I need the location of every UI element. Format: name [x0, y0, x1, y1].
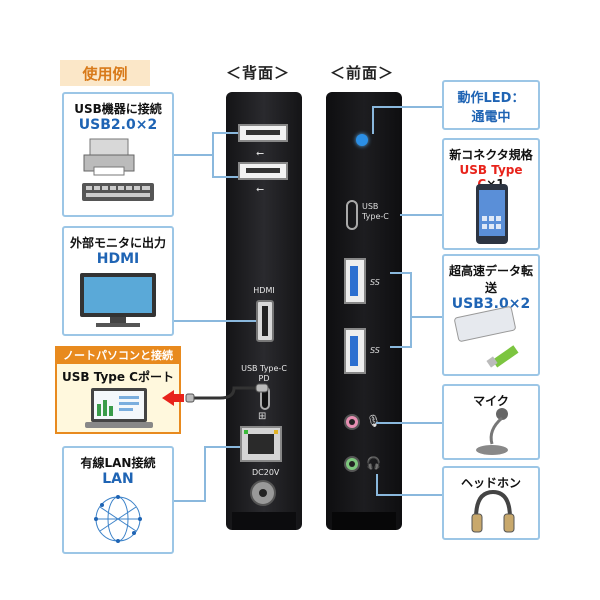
typec-cable [162, 383, 269, 406]
connector-line [376, 494, 442, 496]
connector-line [372, 106, 442, 108]
front-ss-label-2: SS [370, 346, 380, 355]
mic-box-line1: マイク [473, 394, 509, 408]
led-box-line2: 通電中 [471, 110, 511, 125]
network-globe-icon [94, 495, 142, 543]
mic-jack [344, 414, 360, 430]
usb3-box-line1: 超高速データ転送 [448, 264, 533, 295]
connector-line [174, 154, 212, 156]
printer-keyboard-icon [82, 138, 154, 201]
rear-dc-port [250, 480, 276, 506]
front-title: ＜前面＞ [330, 64, 395, 82]
connector-line [410, 272, 412, 346]
rear-hdmi-port [256, 300, 274, 342]
headphone-symbol-icon: 🎧 [366, 456, 381, 470]
lan-box-line1: 有線LAN接続 [80, 456, 156, 470]
front-usb3-port-1 [344, 258, 366, 304]
lan-box: 有線LAN接続 LAN [62, 446, 174, 554]
hdmi-box-line2: HDMI [96, 251, 140, 267]
usb-icon: ⭠ [256, 148, 264, 159]
usage-example-tag: 使用例 [60, 60, 150, 86]
usb2-box: USB機器に接続 USB2.0×2 [62, 92, 174, 217]
hdmi-box: 外部モニタに出力 HDMI [62, 226, 174, 336]
connector-line [212, 176, 238, 178]
front-typec-label-1: USB [362, 202, 379, 211]
typec-laptop-line1: USB Type Cポート [61, 370, 174, 384]
connector-line [372, 106, 374, 134]
led-box-line1: 動作LED： [457, 91, 525, 106]
front-device [326, 92, 402, 530]
laptop-icon [85, 388, 153, 428]
connector-line [174, 320, 256, 322]
connector-line [212, 132, 238, 134]
connector-line [204, 446, 206, 502]
storage-devices-icon [454, 306, 519, 368]
rear-typec-label-2: PD [258, 374, 270, 383]
front-typec-label-2: Type-C [362, 212, 389, 221]
front-device-foot [332, 512, 396, 530]
connector-line [212, 132, 214, 178]
smartphone-icon [476, 184, 508, 244]
usb3-box: 超高速データ転送 USB3.0×2 [442, 254, 540, 376]
front-usb3-port-2 [344, 328, 366, 374]
lan-box-line2: LAN [102, 471, 134, 487]
typec-laptop-banner: ノートパソコンと接続 [55, 346, 181, 364]
usb2-box-line2: USB2.0×2 [78, 117, 158, 133]
typec-box: 新コネクタ規格 USB Type C×1 [442, 138, 540, 250]
headphones-icon [471, 489, 515, 533]
rear-typec-label-1: USB Type-C [241, 364, 287, 373]
typec-laptop-box: ノートパソコンと接続 USB Type Cポート [55, 346, 181, 434]
network-icon: ⊞ [258, 411, 267, 422]
led-box: 動作LED： 通電中 [442, 80, 540, 130]
connector-line [376, 474, 378, 494]
rear-dc-label: DC20V [252, 468, 280, 477]
connector-line [390, 346, 412, 348]
rear-usb-port-2 [238, 162, 288, 180]
connector-line [376, 422, 442, 424]
connector-line [204, 446, 240, 448]
monitor-icon [80, 273, 156, 327]
rear-hdmi-label: HDMI [253, 286, 275, 295]
connector-line [410, 316, 442, 318]
connector-line [390, 272, 412, 274]
rear-title: ＜背面＞ [226, 64, 291, 82]
headphone-box-line1: ヘッドホン [460, 476, 521, 490]
typec-box-line1: 新コネクタ規格 [449, 148, 533, 162]
front-typec-port [346, 200, 358, 230]
hdmi-box-line1: 外部モニタに出力 [69, 236, 166, 250]
connector-line [174, 500, 204, 502]
headphone-box: ヘッドホン [442, 466, 540, 540]
mic-symbol-icon: 🎙 [366, 414, 382, 428]
power-led [356, 134, 368, 146]
rear-lan-port [240, 426, 282, 462]
headphone-jack [344, 456, 360, 472]
rear-usb-port-1 [238, 124, 288, 142]
mic-box: マイク [442, 384, 540, 460]
connector-line [400, 214, 442, 216]
usb-icon: ⭠ [256, 184, 264, 195]
usb2-box-line1: USB機器に接続 [74, 102, 162, 116]
microphone-icon [476, 408, 508, 455]
front-ss-label-1: SS [370, 278, 380, 287]
rear-device-foot [232, 512, 296, 530]
